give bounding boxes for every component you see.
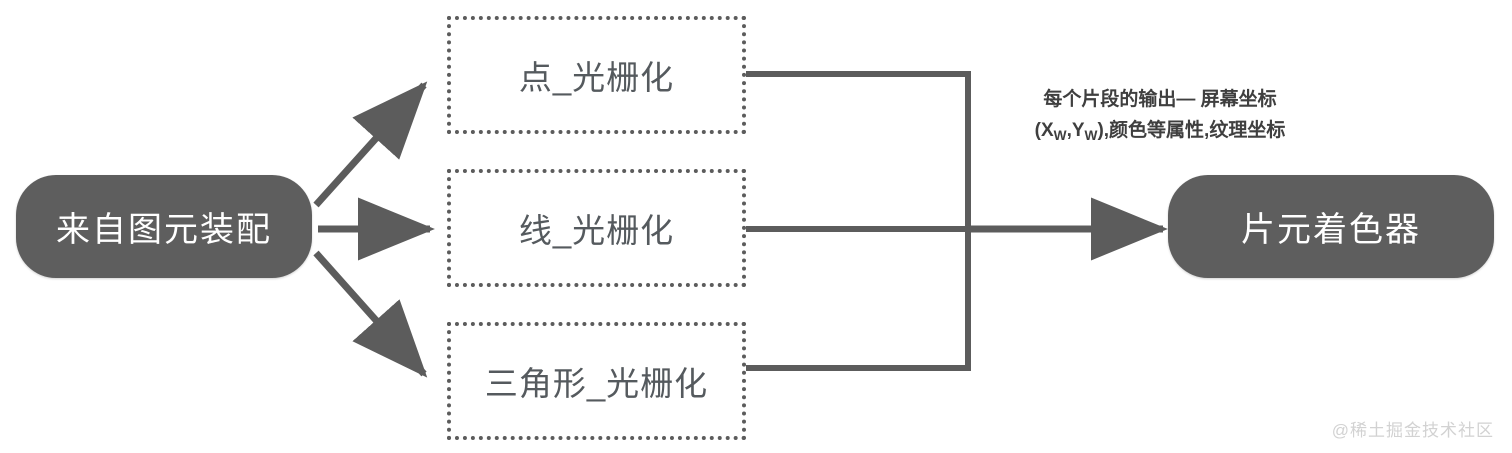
annotation-coord-mid: ,Y: [1066, 120, 1085, 141]
arrow-source-to-point: [313, 81, 428, 208]
node-primitive-assembly-label: 来自图元装配: [56, 211, 272, 249]
node-fragment-shader[interactable]: 片元着色器: [1168, 175, 1494, 278]
watermark: @稀土掘金技术社区: [1331, 421, 1494, 440]
node-fragment-shader-label: 片元着色器: [1241, 211, 1421, 249]
stage-label-triangle-rasterization: 三角形_光栅化: [484, 365, 709, 402]
stage-box-point-rasterization[interactable]: 点_光栅化: [447, 16, 746, 134]
stage-box-line-rasterization[interactable]: 线_光栅化: [447, 169, 746, 287]
annotation-line-2: (XW,YW),颜色等属性,纹理坐标: [1000, 115, 1320, 151]
node-primitive-assembly-source[interactable]: 来自图元装配: [16, 175, 312, 278]
stage-box-triangle-rasterization[interactable]: 三角形_光栅化: [447, 322, 746, 440]
arrow-source-to-triangle: [313, 250, 428, 378]
annotation-coord-sub-y: W: [1084, 127, 1098, 143]
stage-label-line-rasterization: 线_光栅化: [518, 212, 675, 249]
annotation-coord-suffix: ),颜色等属性,纹理坐标: [1097, 120, 1286, 141]
annotation-coord-sub-x: W: [1053, 127, 1067, 143]
annotation-fragment-output: 每个片段的输出— 屏幕坐标 (XW,YW),颜色等属性,纹理坐标: [1000, 84, 1320, 151]
annotation-line-1: 每个片段的输出— 屏幕坐标: [1043, 89, 1277, 110]
stage-label-point-rasterization: 点_光栅化: [518, 59, 675, 96]
annotation-coord-prefix: (X: [1034, 120, 1054, 141]
